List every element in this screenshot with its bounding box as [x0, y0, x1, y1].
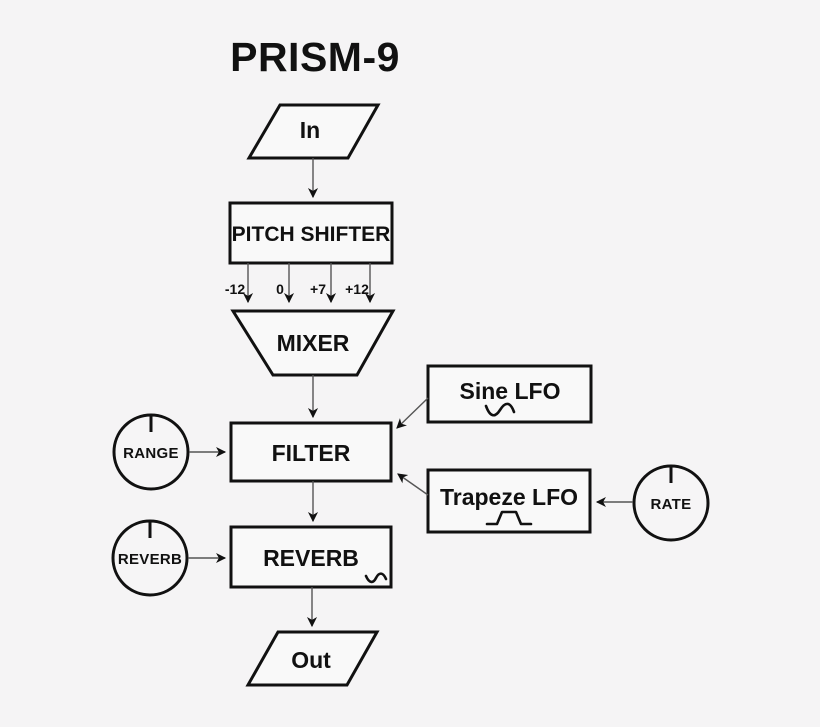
pitch-shifter-label: PITCH SHIFTER	[232, 223, 391, 246]
sine-wave-icon	[364, 572, 388, 584]
sine-wave-icon	[484, 402, 516, 417]
rate-knob[interactable]: RATE	[632, 464, 710, 542]
input-parallelogram	[246, 103, 381, 160]
reverb-box	[229, 525, 393, 589]
tap-label-0: 0	[276, 281, 284, 297]
node-filter: FILTER	[229, 421, 393, 483]
rate-knob-label: RATE	[651, 496, 692, 513]
output-parallelogram	[245, 630, 380, 687]
reverb-knob[interactable]: REVERB	[111, 519, 189, 597]
mixer-label: MIXER	[277, 330, 350, 356]
mixer-trapezoid	[230, 309, 396, 377]
connector-trapeze-lfo-to-filter	[397, 473, 429, 496]
node-input: In	[246, 103, 381, 160]
node-trapeze-lfo: Trapeze LFO	[426, 468, 592, 534]
tap-label-plus12: +12	[345, 281, 369, 297]
tap-label-minus12: -12	[225, 281, 245, 297]
trapeze-lfo-box	[426, 468, 592, 534]
node-pitch-shifter: PITCH SHIFTER	[228, 201, 394, 265]
node-mixer: MIXER	[230, 309, 396, 377]
pitch-tap-connectors: -12 0 +7 +12	[225, 263, 376, 304]
range-knob-label: RANGE	[123, 445, 179, 462]
reverb-knob-label: REVERB	[118, 551, 182, 568]
node-reverb: REVERB	[229, 525, 393, 589]
tap-label-plus7: +7	[310, 281, 326, 297]
reverb-label: REVERB	[263, 545, 359, 571]
sine-lfo-box	[426, 364, 593, 424]
output-label: Out	[291, 647, 331, 673]
connector-sine-lfo-to-filter	[396, 397, 429, 429]
trapezoid-wave-icon	[485, 510, 533, 526]
range-knob[interactable]: RANGE	[112, 413, 190, 491]
filter-label: FILTER	[272, 440, 351, 466]
filter-box	[229, 421, 393, 483]
pitch-shifter-box	[228, 201, 394, 265]
input-label: In	[300, 117, 320, 143]
page-title: PRISM-9	[230, 34, 400, 80]
trapeze-lfo-label: Trapeze LFO	[440, 484, 578, 510]
node-sine-lfo: Sine LFO	[426, 364, 593, 424]
sine-lfo-label: Sine LFO	[460, 378, 561, 404]
node-output: Out	[245, 630, 380, 687]
